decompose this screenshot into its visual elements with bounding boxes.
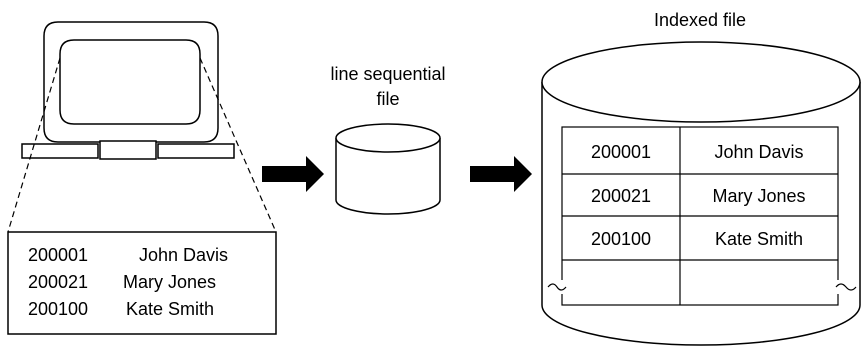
sequential-file-cylinder-icon [335,123,441,215]
screen-records: 200001 John Davis 200021 Mary Jones 2001… [28,245,228,319]
monitor-screen [59,39,201,125]
sequential-file-label-line1: line sequential [330,64,445,84]
screen-record-key: 200001 [28,245,88,265]
continuation-break-marks [546,280,857,294]
table-row-key: 200100 [591,229,651,249]
computer-icon [21,21,235,160]
monitor-stand [99,140,157,160]
base-left [21,143,99,159]
sequential-file-label-line2: file [376,89,399,109]
table-row-name: Kate Smith [715,229,803,249]
index-table-cells: 200001 John Davis 200021 Mary Jones 2001… [591,142,806,249]
arrow-right-icon [470,156,532,192]
table-row-name: John Davis [714,142,803,162]
table-row-name: Mary Jones [712,186,805,206]
table-row-key: 200001 [591,142,651,162]
screen-record-name: John Davis [139,245,228,265]
table-row-key: 200021 [591,186,651,206]
screen-record-key: 200100 [28,299,88,319]
screen-records-panel [7,231,277,335]
screen-record-name: Mary Jones [123,272,216,292]
index-table [561,126,839,306]
screen-record-name: Kate Smith [126,299,214,319]
indexed-file-label: Indexed file [654,10,746,30]
screen-record-key: 200021 [28,272,88,292]
indexed-file-cylinder-icon [541,41,861,346]
base-right [157,143,235,159]
zoom-lines [7,57,277,233]
arrow-right-icon [262,156,324,192]
